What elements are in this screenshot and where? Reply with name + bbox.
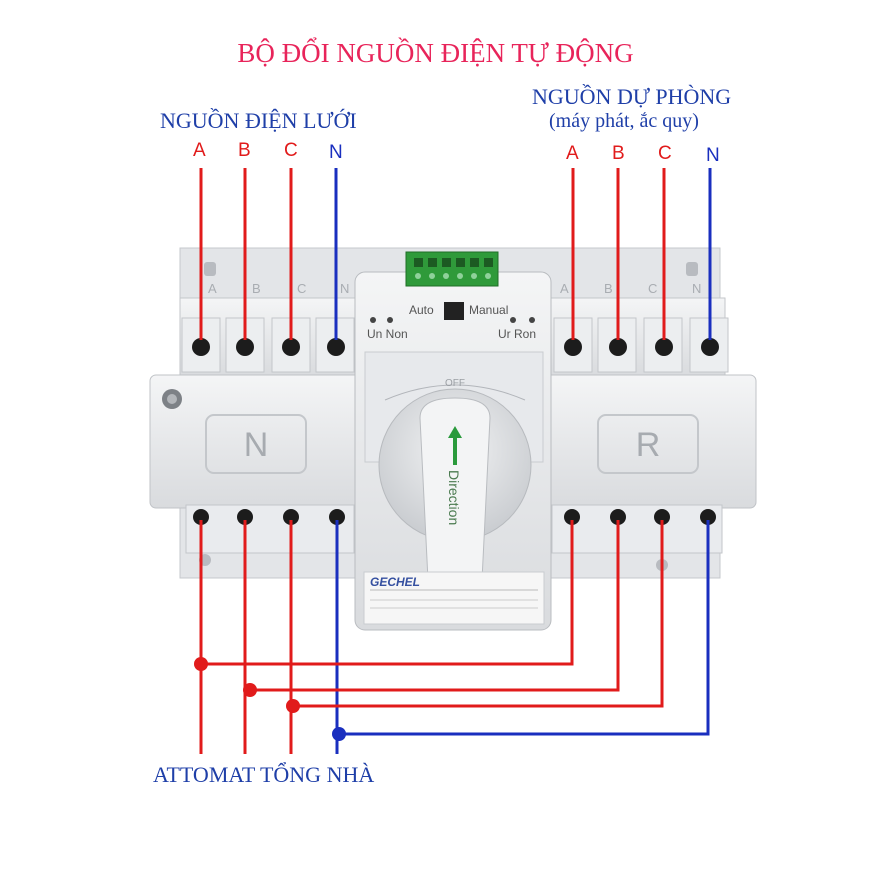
grid-neutral-label: N [329,142,343,163]
brand-label: GECHEL [370,575,420,589]
grid-side-panel-label: N [244,426,269,464]
nameplate [363,571,545,625]
svg-text:N: N [340,281,349,296]
backup-phase-c-label: C [658,143,672,164]
output-wires [199,520,710,754]
un-indicator-label: Un Non [367,327,408,341]
backup-phase-a-label: A [566,143,579,164]
mode-auto-label: Auto [409,303,434,317]
backup-neutral-label: N [706,145,720,166]
svg-text:B: B [604,281,613,296]
svg-text:B: B [252,281,261,296]
backup-source-sublabel: (máy phát, ắc quy) [549,110,699,132]
input-wires [199,168,712,340]
off-label: OFF [445,378,465,389]
top-screws [192,338,719,356]
backup-side-panel-label: R [636,426,661,464]
backup-phase-b-label: B [612,143,625,164]
wire-junctions [194,657,346,741]
rotary-handle[interactable] [378,388,532,597]
ur-indicator-label: Ur Ron [498,327,536,341]
svg-text:C: C [297,281,306,296]
svg-text:C: C [648,281,657,296]
terminal-embossed-letters: A B C N A B C N [208,281,701,296]
main-breaker-label: ATTOMAT TỔNG NHÀ [153,762,375,787]
grid-input-terminals [179,297,356,377]
bottom-screws [193,509,716,525]
grid-phase-b-label: B [238,140,251,161]
svg-text:A: A [560,281,569,296]
grid-source-label: NGUỒN ĐIỆN LƯỚI [160,108,357,133]
grid-phase-c-label: C [284,140,298,161]
backup-source-label: NGUỒN DỰ PHÒNG [532,84,732,109]
page-title: BỘ ĐỔI NGUỒN ĐIỆN TỰ ĐỘNG [237,38,634,68]
svg-text:A: A [208,281,217,296]
grid-phase-a-label: A [193,140,206,161]
mode-manual-label: Manual [469,303,508,317]
knob-direction-label: Direction [446,470,462,525]
output-terminals [185,504,723,554]
svg-text:N: N [692,281,701,296]
backup-input-terminals [549,297,729,377]
